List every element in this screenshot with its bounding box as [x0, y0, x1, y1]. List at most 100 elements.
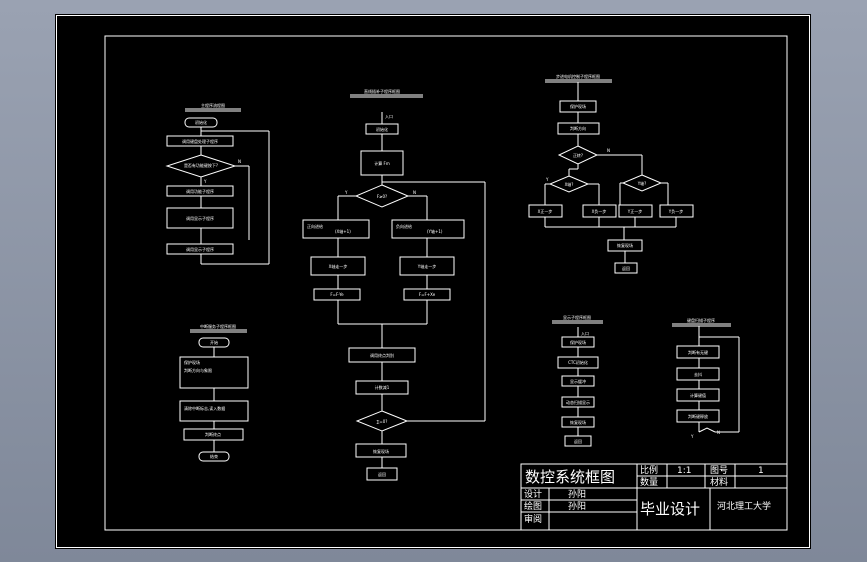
process-box [676, 367, 720, 381]
interp-decision-text: F≥0? [377, 194, 387, 199]
interp-left-calc-text: F=F-Ye [330, 292, 344, 297]
interrupt-step1-text: 开始 [210, 339, 218, 345]
stepper-return-text: 返回 [622, 265, 630, 271]
ratio-label: 比例 [640, 464, 658, 476]
stepper-b1-text: X正一步 [538, 208, 553, 214]
sheet-outer-border [56, 15, 810, 548]
process-box [391, 219, 465, 239]
interpolation-flowchart: 直线插补子程序框图 入口 初始化 计算 Fm F≥0? Y N 正向进给 (X轴… [302, 88, 486, 481]
decision-mark [698, 427, 716, 433]
interp-flow-title: 直线插补子程序框图 [364, 88, 400, 94]
process-box [366, 467, 398, 481]
keyboard-s3-text: 计算键值 [690, 392, 706, 398]
interp-left-detail-text: (X轴+1) [335, 228, 351, 234]
keyboard-s2-text: 去抖 [694, 371, 702, 377]
interp-exit-text: 返回 [378, 471, 386, 477]
keyboard-s1-text: 判断有无键 [688, 349, 708, 355]
process-box [614, 262, 638, 274]
main-step4-text: 调用显示子程序 [186, 246, 214, 252]
interp-right-detail-text: (Y轴+1) [427, 228, 443, 234]
stepper-d2-text: X轴? [565, 181, 574, 187]
interrupt-flowchart: 中断服务子程序框图 开始 保护现场 判断方向与象限 清除中断标志,读入数据 判断… [179, 323, 249, 462]
main-flow-title: 主程序流程图 [201, 102, 225, 108]
interp-end-check-text: 调用终点判别 [370, 352, 394, 358]
interp-calc-text: 计算 Fm [374, 160, 390, 166]
drawing-sheet: 主程序流程图 初始化 调用键盘处理子程序 是否有功能键按下? N Y 调用功能子… [55, 14, 811, 549]
design-label: 设计 [524, 488, 542, 500]
display-s6-text: 返回 [574, 438, 582, 444]
material-label: 材料 [710, 476, 728, 488]
display-s5-text: 恢复现场 [570, 419, 586, 425]
main-start-text: 初始化 [195, 119, 207, 125]
stepper-d3-text: Y轴? [637, 180, 647, 186]
decision-diamond [621, 174, 663, 192]
display-flowchart: 显示子程序框图 入口 保护现场 CTC初始化 显示缓冲 动态扫描显示 恢复现场 … [552, 314, 603, 447]
end-terminal [198, 451, 230, 462]
main-step2-text: 调用功能子程序 [186, 188, 214, 194]
interp-count-text: 计数减1 [375, 384, 390, 390]
school-name: 河北理工大学 [717, 500, 771, 512]
interp-decision2-text: ∑=0? [377, 419, 388, 424]
stepper-b4-text: Y负一步 [668, 208, 683, 214]
interrupt-step4-text: 清除中断标志,读入数据 [184, 405, 225, 411]
keyboard-flow-title: 键盘扫描子程序 [687, 317, 715, 323]
keyboard-flowchart: 键盘扫描子程序 判断有无键 去抖 计算键值 判断键释放 Y N [672, 317, 740, 439]
process-box [313, 288, 361, 301]
process-box [355, 443, 407, 458]
main-step1-text: 调用键盘处理子程序 [182, 138, 218, 144]
project-title: 毕业设计 [640, 500, 700, 518]
review-label: 审阅 [524, 513, 542, 525]
interp-right-feed-text: 负向进给 [396, 223, 412, 229]
display-s3-text: 显示缓冲 [570, 378, 586, 384]
title-block: 数控系统框图 比例 1:1 图号 1 数量 材料 设计 孙阳 绘图 孙阳 审阅 … [520, 463, 788, 531]
process-box [676, 409, 720, 423]
stepper-restore-text: 恢复现场 [617, 242, 633, 248]
drawing-no-label: 图号 [710, 465, 728, 476]
keyboard-s4-text: 判断键释放 [688, 413, 708, 419]
process-box [166, 243, 234, 255]
interp-init-text: 初始化 [376, 126, 388, 132]
display-s4-text: 动态扫描显示 [566, 399, 590, 405]
stepper-protect-text: 保护现场 [570, 103, 586, 109]
decision-diamond [354, 184, 410, 208]
stepper-b3-text: Y正一步 [627, 208, 642, 214]
stepper-flow-title: 步进电机控制子程序框图 [556, 73, 600, 79]
display-entry-text: 入口 [581, 331, 589, 336]
keyboard-yes-label: Y [690, 434, 694, 439]
stepper-flowchart: 步进电机控制子程序框图 保护现场 判断方向 正转? N X轴? Y轴? Y X正… [528, 73, 694, 274]
title-block-frame [520, 463, 788, 531]
drawn-label: 绘图 [524, 500, 542, 512]
stepper-yes-label: Y [545, 177, 549, 182]
interp-return-text: 恢复现场 [373, 448, 389, 454]
process-box [166, 135, 234, 147]
ratio-value: 1:1 [677, 466, 691, 476]
process-box [166, 207, 234, 229]
interrupt-end-text: 结束 [210, 453, 218, 459]
decision-diamond [548, 175, 590, 193]
display-flow-title: 显示子程序框图 [563, 314, 591, 320]
stepper-d1-text: 正转? [573, 152, 583, 158]
stepper-no-label: N [607, 148, 610, 153]
interp-right-calc-text: F=F+Xe [419, 292, 436, 297]
interrupt-step5-text: 判断终点 [205, 431, 221, 437]
interrupt-step2-text: 保护现场 [184, 359, 200, 365]
drawing-no-value: 1 [758, 466, 764, 476]
design-name: 孙阳 [568, 488, 586, 500]
main-decision-text: 是否有功能键按下? [184, 162, 218, 168]
drawing-title: 数控系统框图 [525, 468, 615, 486]
main-program-flowchart: 主程序流程图 初始化 调用键盘处理子程序 是否有功能键按下? N Y 调用功能子… [165, 102, 270, 265]
main-step3-text: 调用显示子程序 [186, 215, 214, 221]
stepper-b2-text: X负一步 [592, 208, 607, 214]
interrupt-flow-title: 中断服务子程序框图 [200, 323, 236, 329]
main-no-label: N [238, 159, 241, 164]
process-box [564, 435, 592, 447]
process-box [302, 219, 370, 239]
process-box [179, 400, 249, 422]
drawing-frame [104, 35, 788, 531]
process-box [676, 388, 720, 402]
main-yes-label: Y [203, 179, 207, 184]
interp-entry-text: 入口 [385, 114, 393, 119]
process-box [676, 345, 720, 359]
interp-right-step-text: Y轴走一步 [417, 263, 436, 269]
process-box [166, 185, 234, 197]
